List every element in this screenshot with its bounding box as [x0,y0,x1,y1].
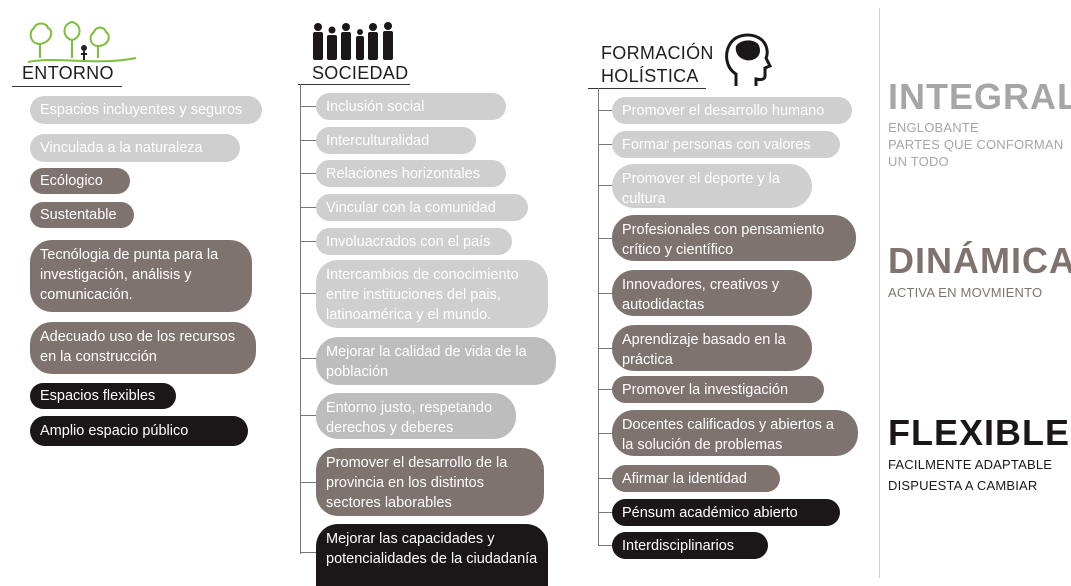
entorno-item-5: Tecnólogia de punta para la investigació… [30,240,252,312]
entorno-item-6: Adecuado uso de los recursos en la const… [30,322,256,374]
integral-title: INTEGRAL [888,76,1071,117]
entorno-title: ENTORNO [22,63,114,83]
formacion-item-2: Formar personas con valores [612,131,840,158]
formacion-item-5: Innovadores, creativos y autodidactas [612,270,812,316]
integral-line1: ENGLOBANTE [888,120,979,135]
formacion-title-underline [588,88,706,89]
people-icon [313,22,393,60]
formacion-tick [598,512,614,513]
sociedad-tick [300,207,316,208]
formacion-tick [598,293,614,294]
formacion-item-4: Profesionales con pensamiento crítico y … [612,215,856,261]
sociedad-tick [300,482,316,483]
formacion-item-7: Promover la investigación [612,376,824,403]
formacion-tick [598,348,614,349]
entorno-item-2: Vinculada a la naturaleza [30,134,240,162]
head-icon [725,33,773,86]
integral-line3: UN TODO [888,154,949,169]
sociedad-tick [300,552,316,553]
formacion-tick [598,433,614,434]
sociedad-tick [300,415,316,416]
sociedad-item-10: Mejorar las capacidades y potencialidade… [316,524,548,586]
sociedad-item-3: Relaciones horizontales [316,160,506,187]
sociedad-tree-line [300,84,301,554]
formacion-item-9: Afirmar la identidad [612,465,780,492]
entorno-item-8: Amplio espacio público [30,416,248,446]
dinamica-line1: ACTIVA EN MOVMIENTO [888,285,1043,300]
formacion-item-1: Promover el desarrollo humano [612,97,852,124]
sociedad-tick [300,140,316,141]
formacion-tick [598,110,614,111]
sociedad-item-2: Interculturalidad [316,127,476,154]
flexible-title: FLEXIBLE [888,412,1071,453]
entorno-item-4: Sustentable [30,202,134,228]
formacion-item-6: Aprendizaje basado en la práctica [612,325,812,371]
formacion-tick [598,185,614,186]
formacion-tick [598,478,614,479]
entorno-item-7: Espacios flexibles [30,383,176,409]
sociedad-item-5: Involuacrados con el país [316,228,512,255]
formacion-tick [598,545,614,546]
formacion-item-3: Promover el deporte y la cultura [612,164,812,208]
qualities-divider [879,8,880,578]
sociedad-tick [300,106,316,107]
formacion-tick [598,238,614,239]
flexible-line1: FACILMENTE ADAPTABLE [888,457,1053,472]
sociedad-tick [300,293,316,294]
formacion-item-10: Pénsum académico abierto [612,499,840,526]
sociedad-item-6: Intercambios de conocimiento entre insti… [316,260,548,328]
formacion-title-line2: HOLÍSTICA [601,66,699,86]
flexible-line2: DISPUESTA A CAMBIAR [888,478,1038,493]
formacion-title-line1: FORMACIÓN [601,43,714,63]
sociedad-item-1: Inclusión social [316,93,506,120]
sociedad-tick [300,173,316,174]
dinamica-title: DINÁMICA [888,240,1071,281]
sociedad-item-9: Promover el desarrollo de la provincia e… [316,448,544,516]
sociedad-title-underline [298,84,410,85]
formacion-item-11: Interdisciplinarios [612,532,768,559]
sociedad-tick [300,358,316,359]
sociedad-title: SOCIEDAD [312,63,409,83]
integral-line2: PARTES QUE CONFORMAN [888,137,1064,152]
sociedad-item-7: Mejorar la calidad de vida de la poblaci… [316,337,556,385]
formacion-tick [598,144,614,145]
trees-icon [27,20,137,63]
formacion-tree-line [598,88,599,546]
entorno-item-1: Espacios incluyentes y seguros [30,96,262,124]
entorno-title-underline [12,86,122,87]
sociedad-item-4: Vincular con la comunidad [316,194,528,221]
sociedad-item-8: Entorno justo, respetando derechos y deb… [316,393,516,439]
formacion-item-8: Docentes calificados y abiertos a la sol… [612,410,858,456]
entorno-item-3: Ecólogico [30,168,130,194]
sociedad-tick [300,241,316,242]
formacion-tick [598,389,614,390]
